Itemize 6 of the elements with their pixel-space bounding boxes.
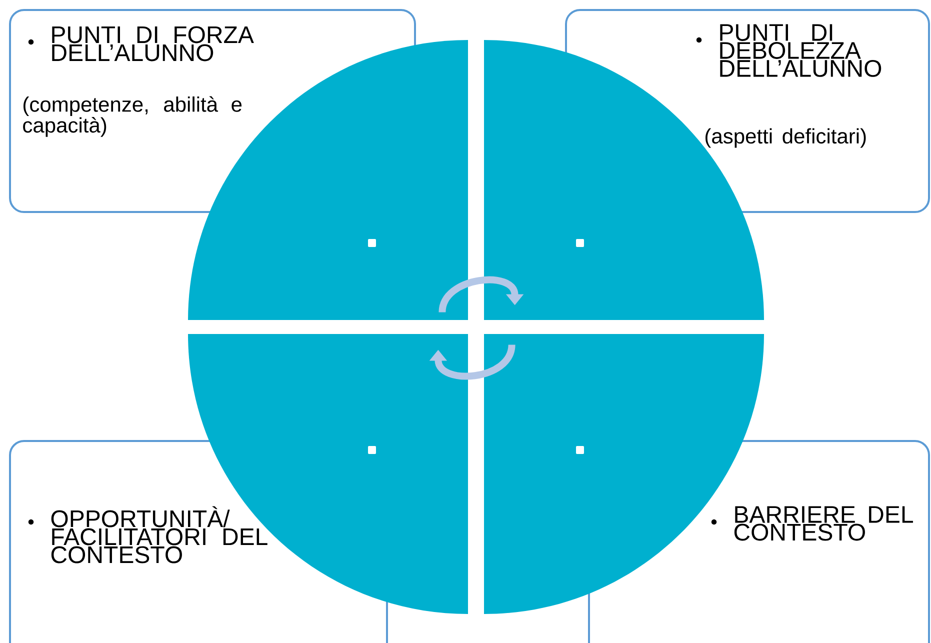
node-label: OPPORTUNITÀ/ FACILITATORI DEL CONTESTO: [51, 506, 268, 564]
node-label: PUNTI DI DEBOLEZZA DELL’ALUNNO: [720, 24, 882, 77]
node-label: PUNTI DI FORZA DELL’ALUNNO: [52, 26, 254, 62]
node-label: (aspetti deficitari): [706, 128, 866, 148]
node-label: (competenze, abilità e capacità): [23, 96, 242, 137]
node-label: BARRIERE DEL CONTESTO: [734, 506, 913, 541]
